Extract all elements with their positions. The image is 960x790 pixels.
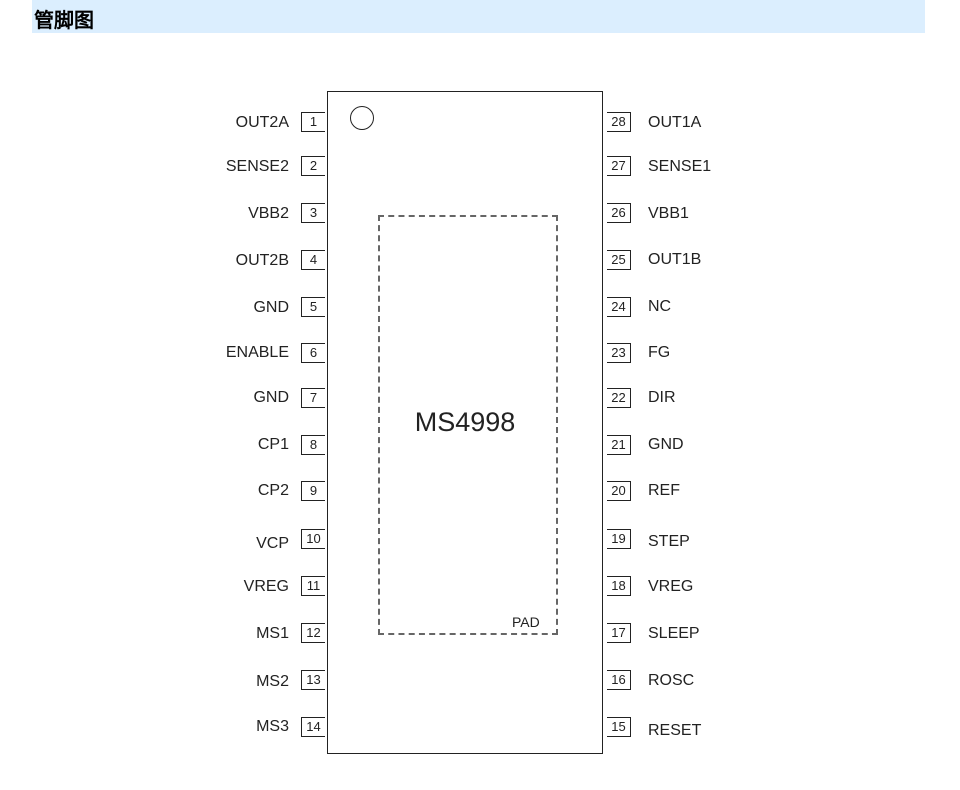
pin-name-label: GND [253, 389, 289, 406]
pin-number-box: 17 [607, 623, 631, 643]
pin-number-box: 15 [607, 717, 631, 737]
pin-name-label: CP1 [257, 436, 289, 453]
pin-number-box: 21 [607, 435, 631, 455]
pin-number-box: 2 [301, 156, 325, 176]
pin-number-box: 28 [607, 112, 631, 132]
pin-name-label: ENABLE [225, 344, 289, 361]
pin-number-box: 12 [301, 623, 325, 643]
pin-number-box: 25 [607, 250, 631, 270]
exposed-pad [378, 215, 558, 635]
pin-number-box: 19 [607, 529, 631, 549]
pin-name-label: RESET [648, 722, 702, 739]
pin-name-label: GND [648, 436, 684, 453]
pin-name-label: MS1 [256, 625, 289, 642]
pin-number-box: 10 [301, 529, 325, 549]
pin-number-box: 13 [301, 670, 325, 690]
pin-name-label: OUT1B [648, 251, 702, 268]
pin-name-label: VCP [256, 535, 289, 552]
pin-number-box: 11 [301, 576, 325, 596]
pin-number-box: 9 [301, 481, 325, 501]
pad-label: PAD [512, 614, 540, 630]
pin-number-box: 6 [301, 343, 325, 363]
pin-name-label: REF [648, 482, 680, 499]
pin-name-label: FG [648, 344, 671, 361]
pin1-indicator-icon [350, 106, 374, 130]
pin-name-label: NC [648, 298, 672, 315]
pin-name-label: DIR [648, 389, 676, 406]
pin-number-box: 3 [301, 203, 325, 223]
chip-name: MS4998 [414, 407, 516, 437]
pin-name-label: OUT2B [235, 252, 289, 269]
pin-name-label: VBB2 [248, 205, 289, 222]
pin-name-label: CP2 [257, 482, 289, 499]
pin-name-label: SENSE2 [225, 158, 289, 175]
pin-number-box: 1 [301, 112, 325, 132]
pin-number-box: 16 [607, 670, 631, 690]
pin-number-box: 23 [607, 343, 631, 363]
section-heading: 管脚图 [34, 8, 94, 32]
pin-number-box: 8 [301, 435, 325, 455]
pin-number-box: 7 [301, 388, 325, 408]
pin-name-label: SLEEP [648, 625, 700, 642]
pin-number-box: 14 [301, 717, 325, 737]
pin-name-label: SENSE1 [648, 158, 712, 175]
pin-number-box: 5 [301, 297, 325, 317]
pin-number-box: 4 [301, 250, 325, 270]
pin-number-box: 20 [607, 481, 631, 501]
pin-name-label: VBB1 [648, 205, 689, 222]
pin-name-label: GND [253, 299, 289, 316]
pin-name-label: OUT2A [235, 114, 289, 131]
pin-number-box: 24 [607, 297, 631, 317]
pin-name-label: ROSC [648, 672, 695, 689]
pin-number-box: 18 [607, 576, 631, 596]
pin-name-label: STEP [648, 533, 690, 550]
pin-name-label: MS2 [256, 673, 289, 690]
pin-name-label: MS3 [256, 718, 289, 735]
pin-number-box: 26 [607, 203, 631, 223]
pin-name-label: OUT1A [648, 114, 702, 131]
pin-number-box: 22 [607, 388, 631, 408]
pin-number-box: 27 [607, 156, 631, 176]
section-heading-bar: 管脚图 [32, 0, 925, 33]
pin-name-label: VREG [243, 578, 289, 595]
pin-name-label: VREG [648, 578, 694, 595]
